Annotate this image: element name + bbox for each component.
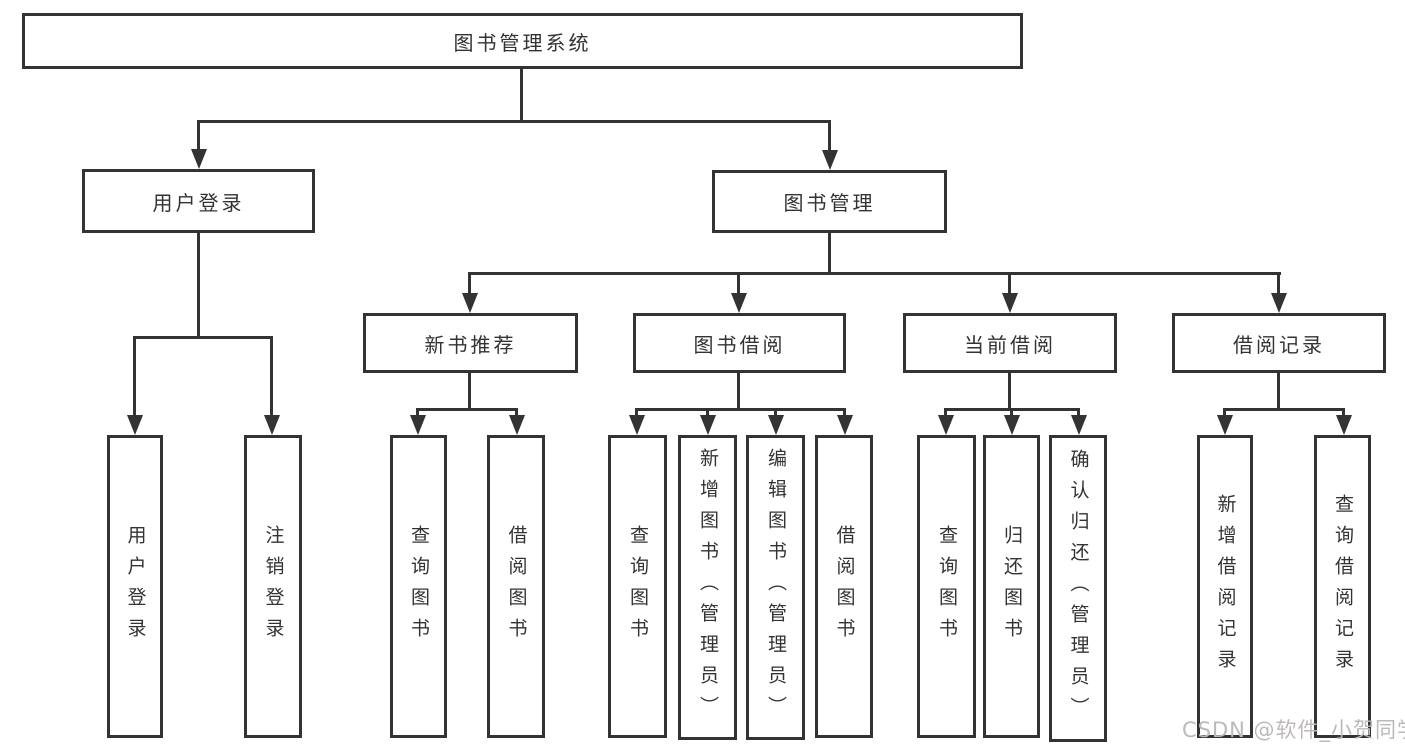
node-bb-query-books: 查询图书 [608, 435, 667, 738]
node-br-query-record: 查询借阅记录 [1314, 435, 1371, 738]
arrowhead-nb-query [410, 415, 426, 435]
connector-arrow-cb-confirm [1077, 408, 1080, 417]
arrowhead-bb-borrow [837, 415, 853, 435]
arrowhead-borrow-records [1271, 293, 1287, 313]
arrowhead-user-login [191, 149, 207, 169]
node-bb-edit-book-admin: 编辑图书（管理员） [746, 435, 805, 740]
node-library-management-system: 图书管理系统 [22, 13, 1023, 69]
node-user-login-leaf: 用户登录 [107, 435, 163, 738]
node-nb-borrow-books: 借阅图书 [487, 435, 545, 738]
connector-book-borrow-rail [635, 408, 846, 411]
connector-arrow-cb-query [944, 408, 947, 417]
connector-borrow-records-stem [1277, 373, 1280, 408]
connector-level2-rail [468, 272, 1281, 275]
arrowhead-nb-borrow [509, 415, 525, 435]
connector-root-stem [520, 69, 523, 120]
connector-arrow-nb-query [416, 408, 419, 417]
node-bb-borrow-books: 借阅图书 [815, 435, 873, 738]
connector-arrow-br-add [1223, 408, 1226, 417]
node-cb-query-books: 查询图书 [917, 435, 976, 738]
arrowhead-logout-leaf [264, 415, 280, 435]
node-cb-confirm-return-admin: 确认归还（管理员） [1049, 435, 1107, 742]
node-nb-query-books: 查询图书 [390, 435, 447, 738]
connector-arrow-br-query [1342, 408, 1345, 417]
connector-current-borrow-stem [1008, 373, 1011, 408]
node-user-login: 用户登录 [82, 169, 315, 233]
node-book-management: 图书管理 [712, 170, 947, 233]
connector-arrow-new-book [468, 272, 471, 295]
arrowhead-br-query [1336, 415, 1352, 435]
connector-arrow-login-leaf [133, 336, 136, 415]
connector-book-borrow-stem [737, 373, 740, 408]
node-logout-leaf: 注销登录 [244, 435, 302, 738]
arrowhead-cb-return [1004, 415, 1020, 435]
connector-user-login-rail [133, 336, 273, 339]
node-new-book-recommend: 新书推荐 [363, 313, 578, 373]
arrowhead-bb-add [700, 415, 716, 435]
node-current-borrow: 当前借阅 [903, 313, 1117, 373]
connector-level1-rail [197, 120, 831, 123]
connector-arrow-logout-leaf [270, 336, 273, 415]
node-cb-return-books: 归还图书 [983, 435, 1040, 738]
arrowhead-cb-query [938, 415, 954, 435]
arrowhead-cb-confirm [1071, 415, 1087, 435]
arrowhead-book-management [822, 150, 838, 170]
connector-arrow-nb-borrow [515, 408, 518, 417]
connector-arrow-bb-add [706, 408, 709, 417]
arrowhead-book-borrow [731, 293, 747, 313]
arrowhead-bb-query [629, 415, 645, 435]
arrowhead-new-book [462, 293, 478, 313]
arrowhead-current-borrow [1002, 293, 1018, 313]
connector-arrow-user-login [197, 120, 200, 151]
connector-book-management-stem [828, 233, 831, 272]
connector-new-book-rail [416, 408, 518, 411]
arrowhead-bb-edit [768, 415, 784, 435]
connector-arrow-bb-borrow [843, 408, 846, 417]
connector-borrow-records-rail [1223, 408, 1345, 411]
connector-arrow-book-management [828, 120, 831, 152]
connector-arrow-bb-edit [774, 408, 777, 417]
node-borrow-records: 借阅记录 [1172, 313, 1386, 373]
node-bb-add-book-admin: 新增图书（管理员） [678, 435, 737, 740]
connector-arrow-cb-return [1010, 408, 1013, 417]
connector-arrow-borrow-records [1277, 272, 1280, 295]
connector-user-login-stem [197, 233, 200, 336]
node-br-add-record: 新增借阅记录 [1197, 435, 1253, 738]
csdn-watermark: CSDN @软件_小贺同学 [1182, 718, 1405, 742]
connector-arrow-book-borrow [737, 272, 740, 295]
connector-new-book-stem [468, 373, 471, 408]
node-book-borrow: 图书借阅 [633, 313, 846, 373]
connector-arrow-bb-query [635, 408, 638, 417]
arrowhead-login-leaf [127, 415, 143, 435]
arrowhead-br-add [1217, 415, 1233, 435]
connector-arrow-current-borrow [1008, 272, 1011, 295]
